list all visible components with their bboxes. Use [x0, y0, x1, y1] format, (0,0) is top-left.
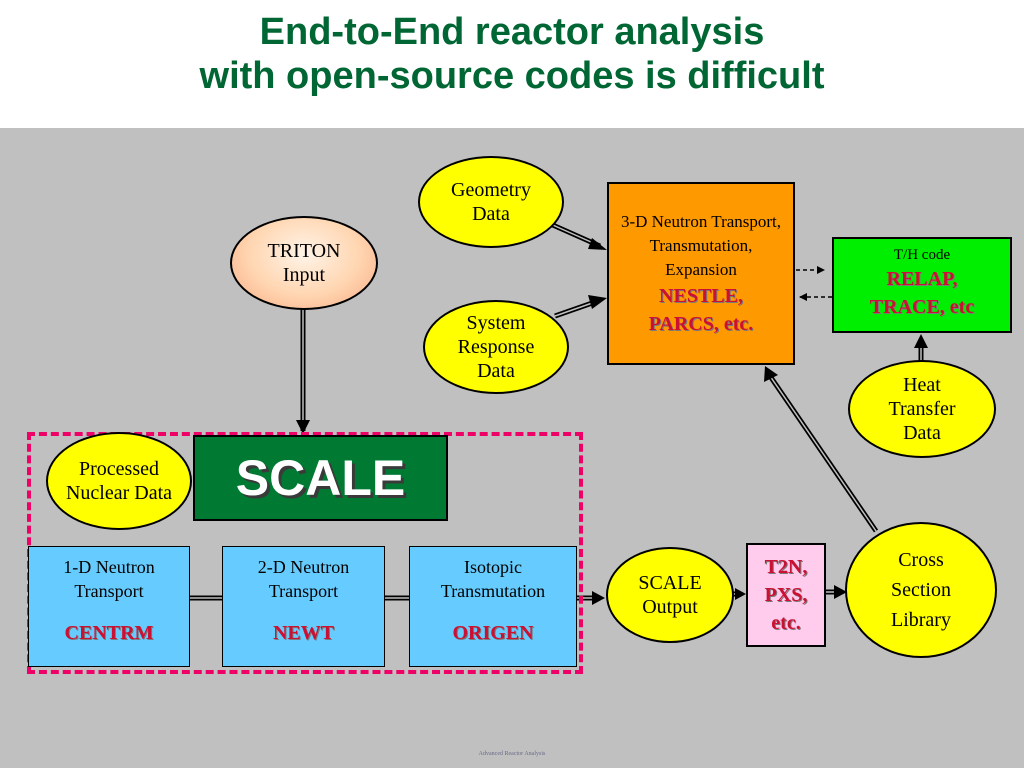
neutron-3d-box: 3-D Neutron Transport, Transmutation, Ex… [607, 182, 795, 365]
neutron-1d-label: 1-D Neutron Transport [63, 557, 155, 601]
arrow-t2n-to-xs [826, 585, 847, 599]
scale-box: SCALE [193, 435, 448, 521]
arrow-triton-to-scale [296, 308, 310, 434]
neutron-3d-codes: NESTLE, PARCS, etc. [648, 284, 754, 335]
arrow-system-to-3d [554, 295, 607, 319]
scale-output-oval: SCALE Output [606, 547, 734, 643]
isotopic-label: Isotopic Transmutation [440, 557, 546, 601]
arrow-heat-to-th [914, 334, 928, 362]
neutron-1d-code: CENTRM [64, 622, 154, 644]
arrow-xs-to-3d [764, 366, 879, 533]
arrow-output-to-t2n [732, 588, 746, 600]
processed-nuclear-label: Processed Nuclear Data [65, 458, 173, 504]
neutron-2d-box: 2-D Neutron Transport NEWT [222, 546, 385, 667]
cross-section-label: Cross Section Library [891, 549, 951, 631]
scale-output-label: SCALE Output [638, 572, 702, 618]
triton-input-label: TRITON Input [267, 240, 341, 286]
neutron-2d-label: 2-D Neutron Transport [257, 557, 350, 601]
system-response-label: System Response Data [457, 312, 535, 382]
footer-text: Advanced Reactor Analysis [478, 751, 546, 757]
neutron-3d-label: 3-D Neutron Transport, Transmutation, Ex… [620, 211, 782, 279]
neutron-1d-box: 1-D Neutron Transport CENTRM [28, 546, 190, 667]
heat-transfer-oval: Heat Transfer Data [848, 360, 996, 458]
triton-input-oval: TRITON Input [230, 216, 378, 310]
cross-section-oval: Cross Section Library [845, 522, 997, 658]
heat-transfer-label: Heat Transfer Data [888, 374, 956, 444]
scale-label: SCALE [235, 450, 406, 506]
isotopic-code: ORIGEN [452, 622, 534, 644]
th-code-label: T/H code [893, 247, 951, 263]
t2n-label: T2N, PXS, etc. [764, 556, 808, 634]
neutron-2d-code: NEWT [272, 622, 335, 644]
th-code-box: T/H code RELAP, TRACE, etc [832, 237, 1012, 333]
arrow-geometry-to-3d [544, 219, 607, 250]
title-line-2: with open-source codes is difficult [199, 55, 825, 97]
system-response-oval: System Response Data [423, 300, 569, 394]
processed-nuclear-oval: Processed Nuclear Data [46, 432, 192, 530]
title-area: End-to-End reactor analysis with open-so… [0, 0, 1024, 128]
t2n-box: T2N, PXS, etc. [746, 543, 826, 647]
geometry-data-oval: Geometry Data [418, 156, 564, 248]
title-line-1: End-to-End reactor analysis [259, 11, 765, 53]
th-code-codes: RELAP, TRACE, etc [869, 268, 975, 318]
isotopic-box: Isotopic Transmutation ORIGEN [409, 546, 577, 667]
geometry-data-label: Geometry Data [451, 179, 531, 225]
